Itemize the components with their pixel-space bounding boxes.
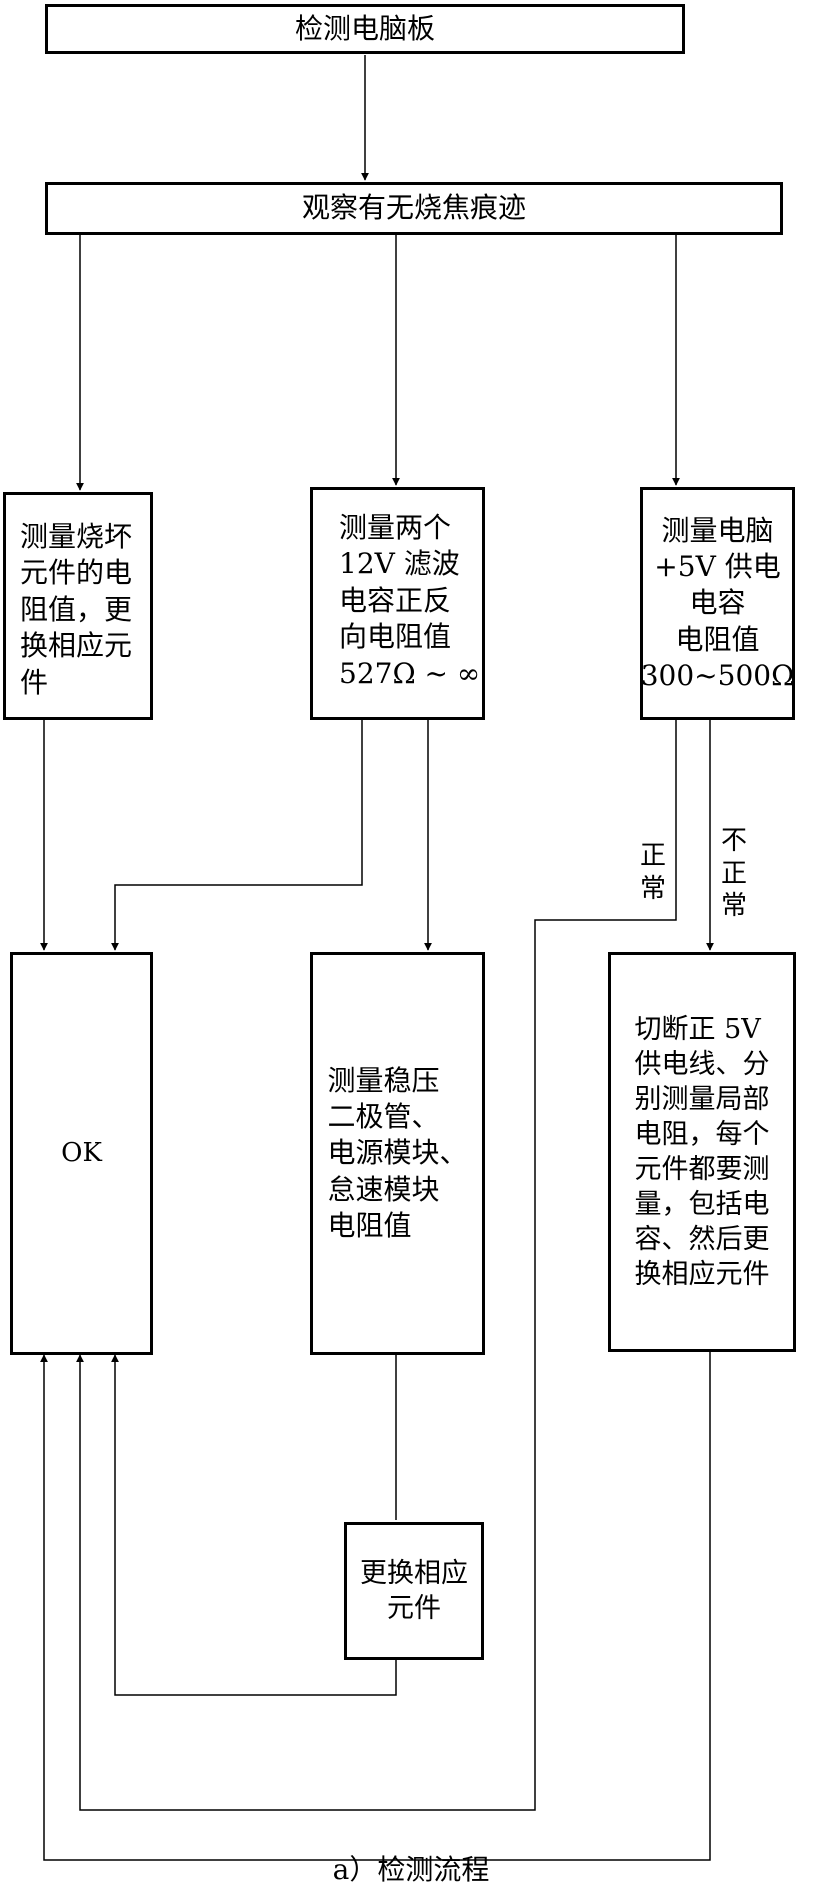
figure-caption: a）检测流程	[332, 1853, 490, 1886]
node-measure-5v: 测量电脑 +5V 供电 电容 电阻值 300~500Ω	[640, 487, 795, 720]
label-normal: 正 常	[639, 841, 666, 904]
node-measure-regulator: 测量稳压 二极管、 电源模块、 怠速模块 电阻值	[310, 952, 485, 1355]
node-observe: 观察有无烧焦痕迹	[45, 182, 783, 235]
arrow-caps-to-ok	[111, 720, 363, 951]
node-measure-caps: 测量两个 12V 滤波 电容正反 向电阻值 527Ω ~ ∞	[310, 487, 485, 720]
node-ok: OK	[10, 952, 153, 1355]
arrow-cut-to-ok	[40, 1352, 711, 1861]
node-replace: 更换相应 元件	[344, 1522, 484, 1660]
label-abnormal: 不 正 常	[720, 826, 747, 921]
node-measure-burnt: 测量烧坏 元件的电 阻值，更 换相应元 件	[3, 492, 153, 720]
arrow-replace-to-ok	[111, 1354, 397, 1696]
arrow-5v-normal-to-ok	[76, 720, 677, 1811]
node-cut-5v: 切断正 5V 供电线、分 别测量局部 电阻，每个 元件都要测 量，包括电 容、然…	[608, 952, 796, 1352]
node-start: 检测电脑板	[45, 4, 685, 54]
